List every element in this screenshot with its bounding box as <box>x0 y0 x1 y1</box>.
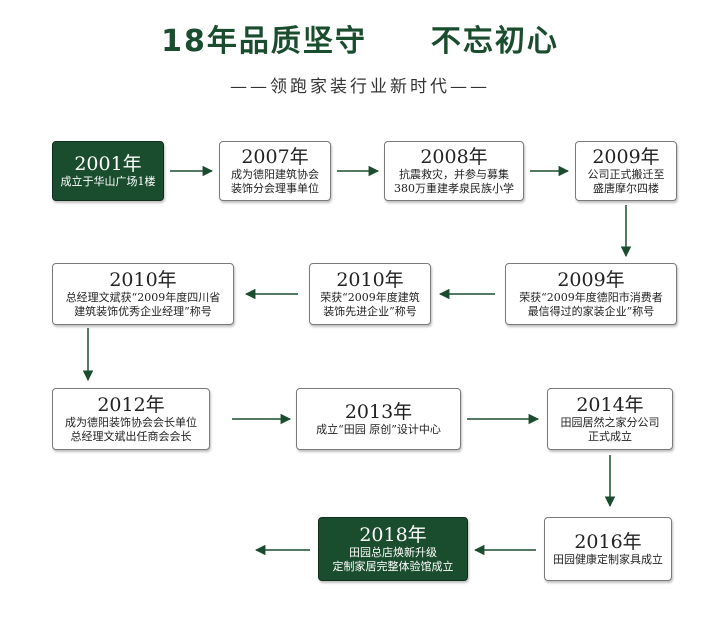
node-2010-manager: 2010年 总经理文斌获“2009年度四川省 建筑装饰优秀企业经理”称号 <box>52 263 234 325</box>
node-2008: 2008年 抗震救灾，并参与募集 380万重建孝泉民族小学 <box>384 141 524 201</box>
node-year: 2010年 <box>336 269 404 291</box>
node-year: 2008年 <box>420 146 488 168</box>
node-year: 2001年 <box>74 153 142 175</box>
node-desc: 荣获“2009年度建筑 装饰先进企业”称号 <box>320 291 420 318</box>
node-desc: 成立“田园 原创”设计中心 <box>316 423 441 436</box>
node-year: 2013年 <box>344 401 413 423</box>
page-subtitle: ——领跑家装行业新时代—— <box>230 77 490 97</box>
node-2012: 2012年 成为德阳装饰协会会长单位 总经理文斌出任商会会长 <box>52 388 210 450</box>
node-desc: 抗震救灾，并参与募集 380万重建孝泉民族小学 <box>394 168 514 195</box>
node-2009-relocation: 2009年 公司正式搬迁至 盛唐摩尔四楼 <box>575 141 677 201</box>
node-2009-award: 2009年 荣获“2009年度德阳市消费者 最信得过的家装企业”称号 <box>505 263 677 325</box>
node-2018: 2018年 田园总店焕新升级 定制家居完整体验馆成立 <box>318 517 468 581</box>
node-year: 2016年 <box>574 531 642 553</box>
node-year: 2012年 <box>97 394 165 416</box>
node-desc: 成为德阳装饰协会会长单位 总经理文斌出任商会会长 <box>65 416 197 443</box>
node-desc: 田园总店焕新升级 定制家居完整体验馆成立 <box>332 546 454 573</box>
node-year: 2014年 <box>576 394 644 416</box>
node-2014: 2014年 田园居然之家分公司 正式成立 <box>547 388 673 450</box>
node-desc: 公司正式搬迁至 盛唐摩尔四楼 <box>587 168 665 195</box>
node-desc: 荣获“2009年度德阳市消费者 最信得过的家装企业”称号 <box>519 291 663 318</box>
node-2013: 2013年 成立“田园 原创”设计中心 <box>296 388 461 450</box>
node-2016: 2016年 田园健康定制家具成立 <box>544 517 672 581</box>
node-year: 2009年 <box>592 146 660 168</box>
node-year: 2018年 <box>359 524 427 546</box>
node-desc: 成为德阳建筑协会 装饰分会理事单位 <box>231 168 319 195</box>
page-title: 18年品质坚守 不忘初心 <box>161 24 559 59</box>
node-year: 2007年 <box>241 146 309 168</box>
node-desc: 田园居然之家分公司 正式成立 <box>560 416 660 443</box>
node-2007: 2007年 成为德阳建筑协会 装饰分会理事单位 <box>219 141 331 201</box>
node-desc: 田园健康定制家具成立 <box>553 553 663 566</box>
node-desc: 成立于华山广场1楼 <box>60 175 156 188</box>
node-desc: 总经理文斌获“2009年度四川省 建筑装饰优秀企业经理”称号 <box>65 291 221 318</box>
node-2001: 2001年 成立于华山广场1楼 <box>52 141 164 201</box>
node-year: 2010年 <box>109 269 177 291</box>
node-year: 2009年 <box>557 269 625 291</box>
node-2010-enterprise: 2010年 荣获“2009年度建筑 装饰先进企业”称号 <box>309 263 431 325</box>
